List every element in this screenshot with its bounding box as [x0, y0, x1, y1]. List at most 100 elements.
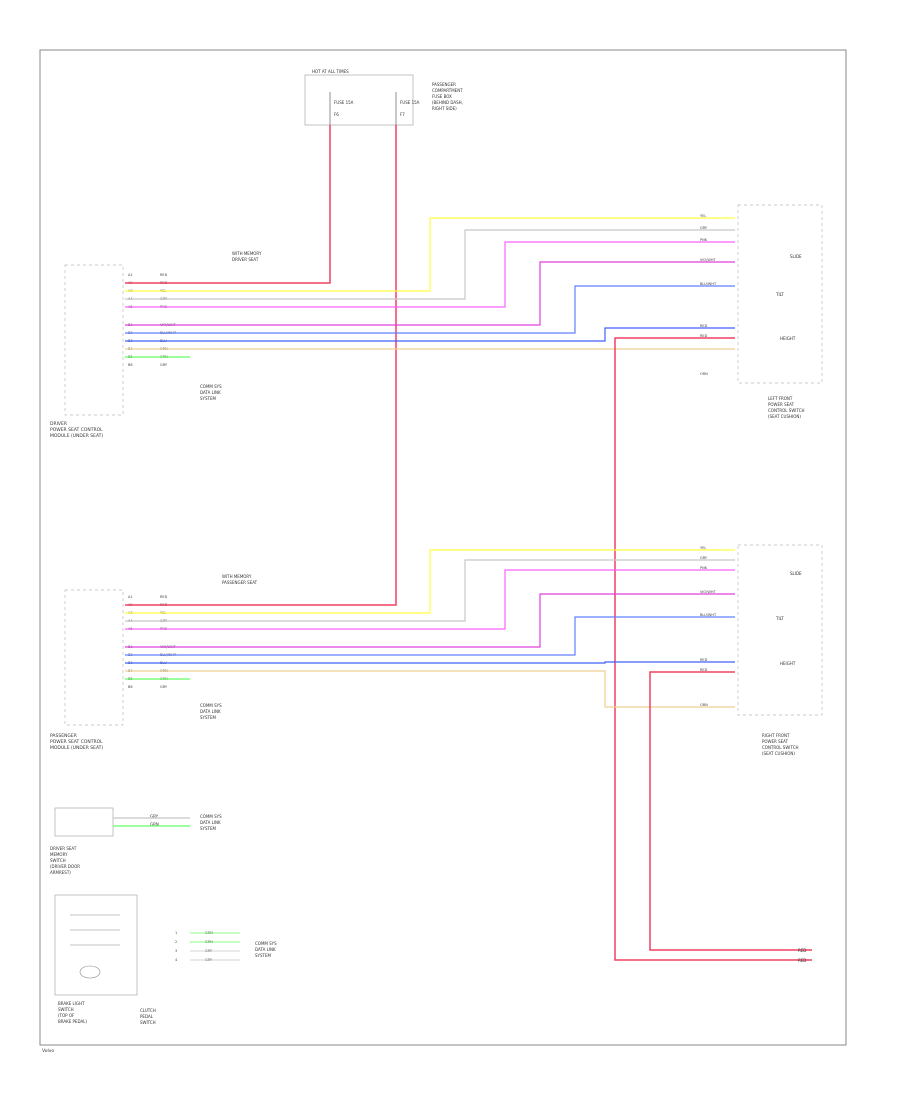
- right-switch-caption-2: CONTROL SWITCH: [762, 745, 799, 750]
- passenger-module-note-1: PASSENGER SEAT: [222, 580, 258, 585]
- memory-switch-caption-0: DRIVER SEAT: [50, 846, 77, 851]
- right-front-switch: RIGHT FRONT POWER SEAT CONTROL SWITCH (S…: [737, 544, 823, 756]
- passenger-wire-0: RED: [160, 595, 168, 599]
- memory-switch-caption-2: SWITCH: [50, 858, 66, 863]
- wires-layer: [113, 125, 812, 961]
- pass-orange: [125, 670, 735, 708]
- passenger-pin-A1: A1: [128, 595, 133, 599]
- right-switch-caption-1: POWER SEAT: [762, 739, 789, 744]
- fuse-box-title: HOT AT ALL TIMES: [312, 69, 349, 74]
- pass-red-switch: [649, 671, 812, 951]
- driver-comm-label-2: SYSTEM: [200, 396, 216, 401]
- brake-comm-label-1: DATA LINK: [255, 947, 276, 952]
- right-switch-wire-1: GRY: [700, 556, 708, 560]
- memory-comm-label-1: DATA LINK: [200, 820, 221, 825]
- fuse-right-cap: F7: [400, 112, 405, 117]
- passenger-module-outline: [64, 589, 124, 726]
- brake-comm-label-2: SYSTEM: [255, 953, 271, 958]
- right-switch-wire-4: BLU/WHT: [700, 613, 717, 617]
- left-switch-wire-3: VIO/WHT: [700, 258, 716, 262]
- brake-pin-3: 3: [175, 949, 177, 953]
- left-switch-wire-5: RED: [700, 324, 708, 328]
- page-code: Volvo: [42, 1048, 54, 1054]
- passenger-module-caption-1: POWER SEAT CONTROL: [50, 739, 103, 745]
- brake-pin-2: 2: [175, 940, 177, 944]
- brake-light-switch: BRAKE LIGHT SWITCH (TOP OF BRAKE PEDAL) …: [54, 894, 277, 1025]
- right-switch-caption-3: (SEAT CUSHION): [762, 751, 795, 756]
- brake-pin-1: 1: [175, 931, 177, 935]
- passenger-module: PASSENGER POWER SEAT CONTROL MODULE (UND…: [50, 574, 258, 751]
- bottom-wire-1: RED: [798, 958, 806, 963]
- driver-comm-label-0: COMM SYS: [200, 384, 222, 389]
- wire-fuse-left: [125, 125, 331, 284]
- left-switch-label-tilt: TILT: [775, 292, 784, 297]
- pass-violet: [125, 593, 735, 648]
- driver-wire-0: RED: [160, 273, 168, 277]
- right-switch-label-tilt: TILT: [775, 616, 784, 621]
- pass-yellow: [125, 549, 735, 614]
- right-switch-wire-0: YEL: [700, 546, 706, 550]
- passenger-module-note-0: WITH MEMORY: [222, 574, 252, 579]
- brake-comm-label-0: COMM SYS: [255, 941, 277, 946]
- left-switch-caption-2: CONTROL SWITCH: [768, 408, 805, 413]
- left-switch-caption-0: LEFT FRONT: [768, 396, 793, 401]
- clutch-switch-caption-1: PEDAL: [140, 1014, 154, 1019]
- brake-switch-caption-3: BRAKE PEDAL): [58, 1019, 87, 1024]
- fuse-box-label-2: FUSE BOX: [432, 94, 452, 99]
- left-switch-outline: [737, 204, 823, 384]
- right-switch-outline: [737, 544, 823, 716]
- memory-switch-outline: [54, 807, 114, 837]
- right-switch-wire-7: ORN: [700, 703, 708, 707]
- pass-bluewht: [125, 616, 735, 656]
- driver-module-caption-0: DRIVER: [50, 421, 67, 427]
- right-switch-wire-6: RED: [700, 668, 708, 672]
- fuse-right-label: FUSE 15A: [400, 100, 420, 105]
- left-switch-label-height: HEIGHT: [780, 336, 796, 341]
- left-switch-wire-0: YEL: [700, 214, 706, 218]
- wire-fuse-right: [125, 125, 397, 606]
- diagram-frame: [39, 49, 847, 1046]
- right-switch-caption-0: RIGHT FRONT: [762, 733, 790, 738]
- brake-switch-caption-1: SWITCH: [58, 1007, 74, 1012]
- right-switch-wire-2: PNK: [700, 566, 708, 570]
- passenger-wire-10: GRY: [160, 685, 168, 689]
- brake-switch-caption-2: (TOP OF: [58, 1013, 75, 1018]
- driver-violet: [125, 261, 735, 326]
- clutch-switch-caption-0: CLUTCH: [140, 1008, 156, 1013]
- left-switch-wire-1: GRY: [700, 226, 708, 230]
- fuse-left-cap: F6: [334, 112, 339, 117]
- left-switch-caption-3: (SEAT CUSHION): [768, 414, 801, 419]
- driver-gray: [125, 229, 735, 300]
- left-switch-wire-6: RED: [700, 334, 708, 338]
- pass-pink: [125, 569, 735, 630]
- right-switch-label-height: HEIGHT: [780, 661, 796, 666]
- brake-switch-symbol: [79, 965, 101, 979]
- driver-module-caption-1: POWER SEAT CONTROL: [50, 427, 103, 433]
- left-switch-wire-2: PNK: [700, 238, 708, 242]
- left-front-switch: LEFT FRONT POWER SEAT CONTROL SWITCH (SE…: [737, 204, 823, 419]
- bottom-wire-0: RED: [798, 948, 806, 953]
- fuse-box-label-3: (BEHIND DASH,: [432, 100, 463, 105]
- right-switch-wire-3: VIO/WHT: [700, 590, 716, 594]
- right-switch-label-slide: SLIDE: [790, 571, 802, 576]
- driver-wire-10: GRY: [160, 363, 168, 367]
- driver-red-switch: [614, 337, 812, 961]
- memory-switch-caption-1: MEMORY: [50, 852, 68, 857]
- driver-pink: [125, 241, 735, 308]
- brake-switch-caption-0: BRAKE LIGHT: [58, 1001, 85, 1006]
- driver-module-outline: [64, 264, 124, 416]
- left-switch-wire-7: ORN: [700, 372, 708, 376]
- driver-module: DRIVER POWER SEAT CONTROL MODULE (UNDER …: [50, 251, 262, 439]
- passenger-module-caption-0: PASSENGER: [50, 733, 77, 739]
- fuse-box: HOT AT ALL TIMES FUSE 15A FUSE 15A F6 F7…: [304, 69, 463, 126]
- driver-yellow: [125, 217, 735, 292]
- driver-pin-B6: B6: [128, 363, 133, 367]
- memory-wire-1: GRN: [150, 822, 159, 827]
